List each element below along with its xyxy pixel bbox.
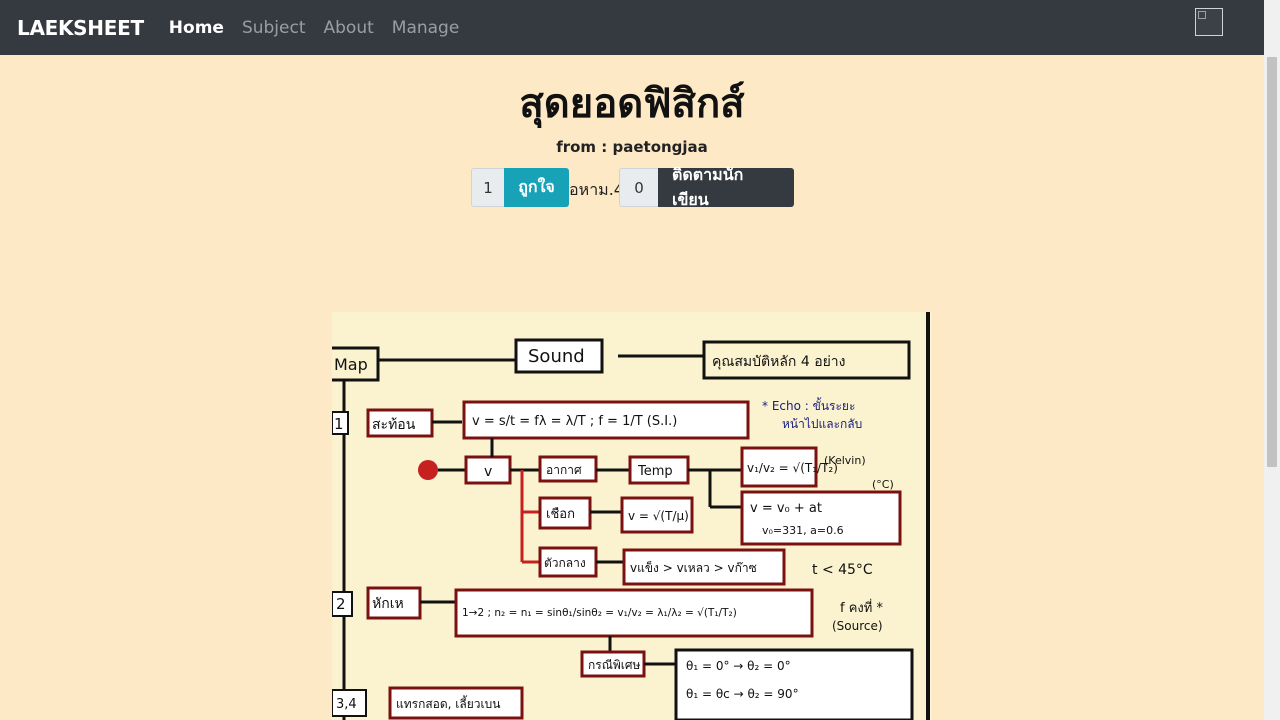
label-refract: หักเห bbox=[372, 596, 404, 612]
svg-text:v₁/v₂ = √(T₁/T₂): v₁/v₂ = √(T₁/T₂) bbox=[747, 461, 838, 475]
label-vsolid: vแข็ง > vเหลว > vก๊าซ bbox=[630, 560, 757, 575]
follow-group: 0 ติดตามนักเขียน bbox=[619, 165, 794, 209]
sheet-author: from : paetongjaa bbox=[556, 138, 708, 156]
label-kelvin: (Kelvin) bbox=[824, 454, 866, 467]
label-v: v bbox=[484, 464, 492, 480]
label-sound: Sound bbox=[528, 346, 585, 367]
follow-author-button[interactable]: ติดตามนักเขียน bbox=[658, 165, 794, 209]
label-source: (Source) bbox=[832, 619, 883, 633]
label-properties: คุณสมบัติหลัก 4 อย่าง bbox=[712, 354, 846, 370]
nav-link-about[interactable]: About bbox=[323, 17, 374, 38]
label-vstring: v = √(T/μ) bbox=[628, 509, 689, 523]
label-celsius: (°C) bbox=[872, 478, 894, 491]
scrollbar[interactable] bbox=[1264, 0, 1280, 720]
brand-logo[interactable]: LAEKSHEET bbox=[17, 15, 144, 40]
label-reflect: สะท้อน bbox=[372, 417, 416, 433]
label-echo2: หน้าไปและกลับ bbox=[782, 417, 862, 431]
label-formula2: 1→2 ; n₂ = n₁ = sinθ₁/sinθ₂ = v₁/v₂ = λ₁… bbox=[462, 607, 737, 619]
scrollbar-thumb[interactable] bbox=[1267, 57, 1277, 467]
label-case2: θ₁ = θc → θ₂ = 90° bbox=[686, 687, 799, 701]
follow-count: 0 bbox=[619, 168, 658, 207]
label-fconst: f คงที่ * bbox=[840, 599, 883, 616]
label-echo: * Echo : ขั้นระยะ bbox=[762, 397, 855, 413]
sheet-image: Map Sound คุณสมบัติหลัก 4 อย่าง 1 สะท้อน… bbox=[332, 312, 932, 720]
physics-mindmap: Map Sound คุณสมบัติหลัก 4 อย่าง 1 สะท้อน… bbox=[332, 312, 932, 720]
label-n34: 3,4 bbox=[336, 697, 357, 712]
nav-links: Home Subject About Manage bbox=[169, 18, 460, 38]
label-air: อากาศ bbox=[546, 463, 582, 477]
label-temp: Temp bbox=[637, 464, 673, 479]
navbar: LAEKSHEET Home Subject About Manage bbox=[0, 0, 1264, 55]
like-button[interactable]: ถูกใจ bbox=[504, 168, 569, 207]
label-cases: กรณีพิเศษ bbox=[588, 658, 640, 672]
like-group: 1 ถูกใจ bbox=[471, 168, 569, 207]
label-vformula: v = v₀ + at bbox=[750, 501, 822, 516]
label-formula1: v = s/t = fλ = λ/T ; f = 1/T (S.I.) bbox=[472, 414, 677, 429]
label-medium: ตัวกลาง bbox=[544, 556, 586, 570]
label-v331: v₀=331, a=0.6 bbox=[762, 524, 844, 537]
nav-link-home[interactable]: Home bbox=[168, 17, 224, 38]
label-map: Map bbox=[334, 355, 368, 374]
label-n1: 1 bbox=[334, 415, 344, 433]
sheet-title: สุดยอดฟิสิกส์ bbox=[519, 81, 745, 127]
label-case1: θ₁ = 0° → θ₂ = 0° bbox=[686, 659, 791, 673]
label-n2: 2 bbox=[336, 595, 346, 613]
nav-link-subject[interactable]: Subject bbox=[241, 17, 306, 38]
label-string: เชือก bbox=[546, 506, 575, 522]
label-temp45: t < 45°C bbox=[812, 562, 873, 578]
label-diffraction: แทรกสอด, เลี้ยวเบน bbox=[396, 695, 500, 711]
broken-image-icon[interactable] bbox=[1195, 8, 1223, 36]
nav-link-manage[interactable]: Manage bbox=[391, 17, 460, 38]
like-count: 1 bbox=[471, 168, 504, 207]
